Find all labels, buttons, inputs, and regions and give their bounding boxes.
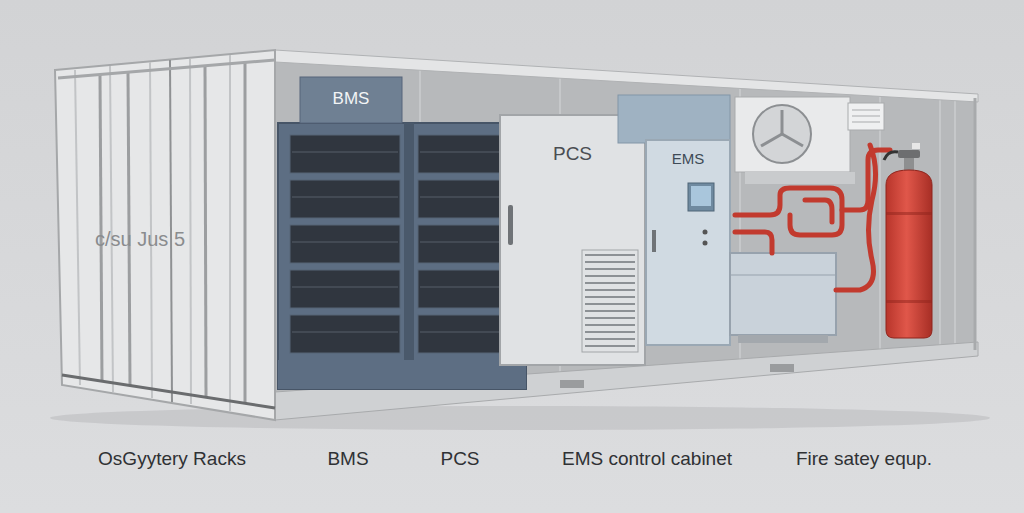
bms-box: BMS	[296, 77, 406, 123]
part-label: EMS control cabinet	[562, 448, 732, 470]
part-label: BMS	[327, 448, 368, 470]
box-label: BMS	[296, 89, 406, 109]
part-label: PCS	[440, 448, 479, 470]
part-label: OsGyytery Racks	[98, 448, 246, 470]
ems-cabinet: EMS	[642, 140, 734, 345]
part-label: Fire satey equp.	[796, 448, 932, 470]
box-label: EMS	[642, 150, 734, 167]
door-marking: c/su Jus 5	[95, 228, 185, 251]
pcs-cabinet: PCS	[496, 115, 649, 365]
box-label: PCS	[496, 143, 649, 165]
